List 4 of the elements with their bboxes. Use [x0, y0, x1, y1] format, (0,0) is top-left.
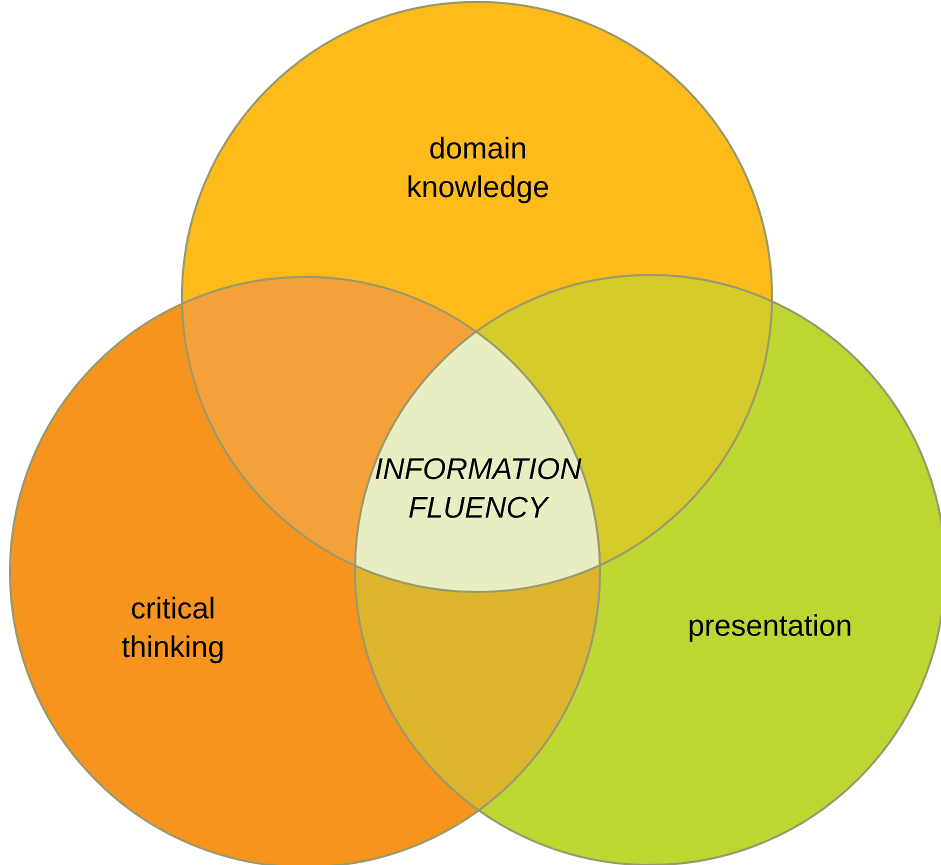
- region-label: presentation: [690, 614, 850, 642]
- region-label: critical thinking: [122, 596, 223, 664]
- region-label: domain knowledge: [408, 136, 548, 204]
- region-label: INFORMATION FLUENCY: [376, 458, 582, 518]
